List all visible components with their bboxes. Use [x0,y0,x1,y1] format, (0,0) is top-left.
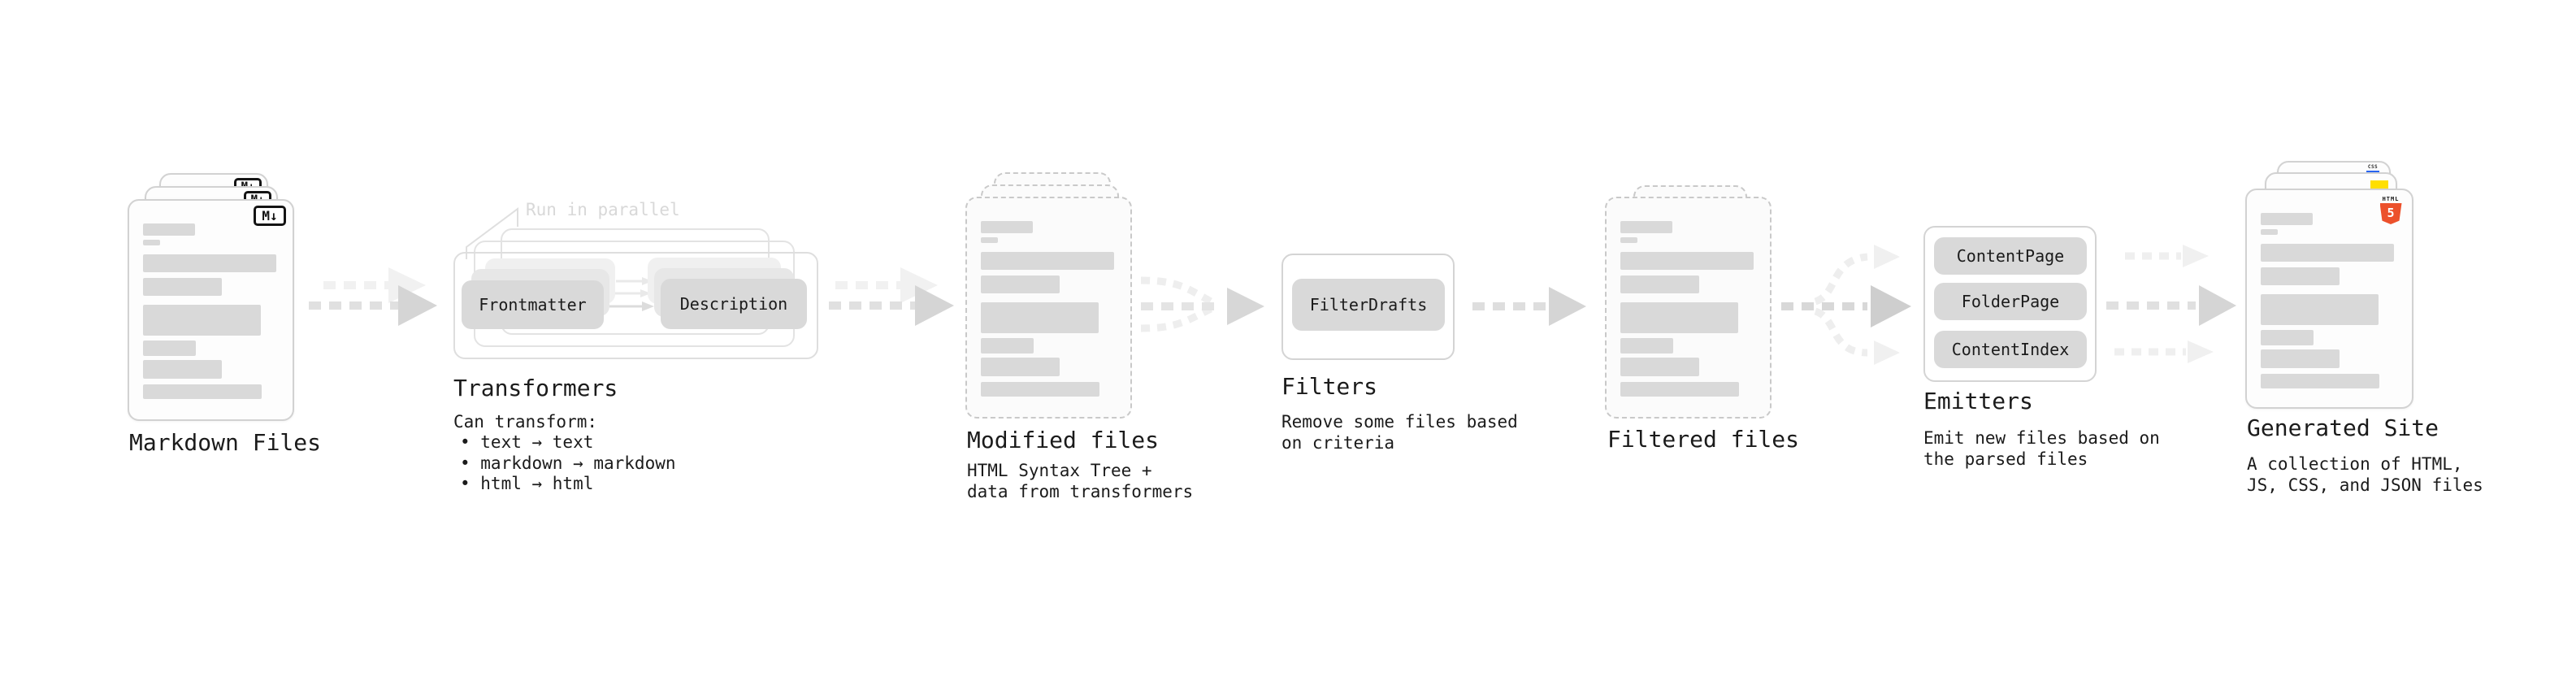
markdown-icon: M↓ [254,206,286,226]
arrow-modified-to-filters-merge [1140,276,1264,332]
markdown-files-label: Markdown Files [129,429,322,456]
description-pill: Description [661,279,807,329]
filters-description: Remove some files based on criteria [1281,412,1518,453]
html5-icon-shield: 5 [2379,203,2402,224]
filterdrafts-pill: FilterDrafts [1292,279,1445,331]
text-placeholder-bar [2261,267,2340,285]
css-icon-underline [2366,171,2379,173]
text-placeholder-bar [143,240,160,245]
text-placeholder-bar [2261,374,2379,388]
transformers-description-title: Can transform: [453,412,598,432]
modified-file-card-front [965,197,1132,419]
text-placeholder-bar [981,358,1060,376]
bullet-item: • text → text [460,432,594,452]
arrow-filters-to-filtered [1472,287,1586,326]
text-placeholder-bar [1620,275,1699,293]
modified-files-description: HTML Syntax Tree + data from transformer… [967,461,1194,501]
text-placeholder-bar [1620,338,1673,354]
contentindex-pill: ContentIndex [1934,331,2087,368]
filters-label: Filters [1281,373,1378,400]
bullet-item: • html → html [460,474,594,493]
text-placeholder-bar [981,275,1060,293]
text-placeholder-bar [981,302,1099,333]
arrow-transformers-to-modified [829,267,954,326]
text-placeholder-bar [143,360,222,379]
text-placeholder-bar [2261,330,2314,345]
text-placeholder-bar [981,221,1033,233]
arrow-emitters-to-generated [2106,245,2236,363]
text-placeholder-bar [143,305,261,336]
text-placeholder-bar [143,254,276,272]
filters-container: FilterDrafts [1281,254,1455,360]
text-placeholder-bar [1620,302,1738,333]
transformers-label: Transformers [453,375,618,401]
text-placeholder-bar [1620,252,1754,270]
text-placeholder-bar [2261,229,2278,235]
contentpage-pill: ContentPage [1934,237,2087,275]
frontmatter-pill: Frontmatter [462,280,604,329]
text-placeholder-bar [2261,349,2340,368]
run-in-parallel-note: Run in parallel [526,200,680,219]
text-placeholder-bar [981,338,1034,354]
text-placeholder-bar [2261,294,2379,325]
css-icon: CSS [2365,165,2381,173]
transformers-bullet-list: • text → text • markdown → markdown • ht… [460,432,676,495]
text-placeholder-bar [2261,244,2394,262]
emitters-container: ContentPage FolderPage ContentIndex [1923,226,2097,382]
html5-icon: HTML 5 [2379,196,2402,224]
text-placeholder-bar [981,252,1114,270]
text-placeholder-bar [143,340,196,356]
transformer-stack-outline-front [453,252,818,359]
text-placeholder-bar [143,223,195,236]
modified-files-label: Modified files [967,427,1160,453]
text-placeholder-bar [1620,237,1637,243]
html5-icon-text: HTML [2382,196,2400,202]
text-placeholder-bar [1620,358,1699,376]
text-placeholder-bar [1620,382,1739,397]
generated-site-description: A collection of HTML, JS, CSS, and JSON … [2247,454,2483,495]
filtered-file-card-front [1605,197,1772,419]
text-placeholder-bar [143,278,222,296]
text-placeholder-bar [143,384,262,399]
folderpage-pill: FolderPage [1934,283,2087,320]
emitters-label: Emitters [1923,388,2033,414]
generated-file-card-html: HTML 5 [2245,189,2413,409]
filtered-files-label: Filtered files [1607,426,1800,453]
text-placeholder-bar [2261,213,2313,225]
markdown-file-card-front: M↓ [128,199,294,421]
css-icon-text: CSS [2367,164,2379,170]
bullet-item: • markdown → markdown [460,453,676,473]
arrow-filtered-to-emitters-fanout [1781,245,1911,365]
generated-site-label: Generated Site [2247,414,2439,441]
arrow-markdown-to-transformers [309,267,437,326]
text-placeholder-bar [981,237,998,243]
text-placeholder-bar [1620,221,1672,233]
emitters-description: Emit new files based on the parsed files [1923,428,2160,469]
javascript-icon [2370,180,2388,190]
text-placeholder-bar [981,382,1099,397]
